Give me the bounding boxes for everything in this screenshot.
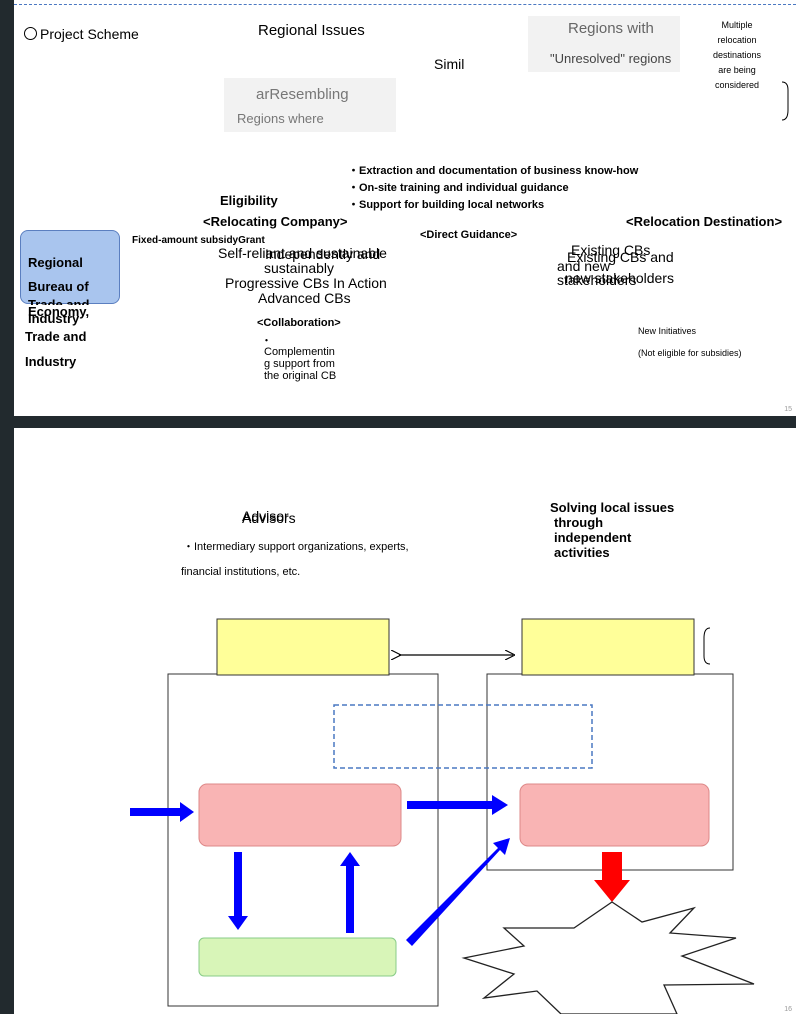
unresolved-line1: Regions with — [568, 20, 654, 37]
eligibility-label: Eligibility — [220, 193, 278, 208]
blue-arrow-icon — [228, 852, 248, 930]
blue-arrow-icon — [340, 852, 360, 933]
advisors-text: Advisors — [242, 510, 296, 526]
and-new-text: and new — [557, 258, 610, 274]
progressive-cbs-text: Progressive CBs In Action — [225, 275, 387, 291]
bureau-line: Economy, — [28, 304, 90, 319]
existing-cbs-and-text: Existing CBs and — [567, 249, 674, 265]
self-reliant-text: Self-reliant and sustainable — [218, 245, 387, 261]
resembling-line2: Regions where — [237, 111, 324, 126]
bracket-icon — [703, 627, 711, 665]
circle-bullet-icon — [24, 27, 37, 40]
advanced-cbs-text: Advanced CBs — [258, 290, 351, 306]
bureau-line: Industry — [25, 354, 77, 369]
not-eligible-label: (Not eligible for subsidies) — [638, 348, 742, 358]
solving-local-issues-text: Solving local issues through independent… — [550, 500, 675, 560]
direct-guidance-label: <Direct Guidance> — [420, 229, 518, 241]
fixed-grant-label: Fixed-amount subsidyGrant — [132, 235, 265, 246]
bureau-line: Trade and — [28, 297, 90, 305]
blue-arrow-icon — [406, 838, 510, 946]
bureau-line: Bureau of — [28, 279, 89, 294]
support-bullets: ・Extraction and documentation of busines… — [348, 163, 638, 214]
solving-yellow-box — [521, 618, 695, 676]
regional-bureau-box — [20, 230, 120, 304]
advisor-yellow-box — [216, 618, 390, 676]
starburst-shape — [461, 901, 755, 1014]
green-box — [198, 937, 397, 977]
collaboration-label: <Collaboration> — [257, 317, 341, 329]
bullet-item: ・Support for building local networks — [348, 199, 545, 211]
collaboration-bullet: ・ — [261, 335, 272, 347]
scheme-diagram — [130, 618, 755, 1014]
relocation-destination-label: <Relocation Destination> — [626, 214, 783, 229]
existing-cbs-text: Existing CBs — [571, 242, 651, 258]
blue-arrow-icon — [407, 795, 508, 815]
top-dotted-divider — [14, 4, 796, 5]
bullet-item: ・On-site training and individual guidanc… — [348, 182, 569, 194]
project-scheme-heading: Project Scheme — [24, 26, 139, 42]
unresolved-line2: "Unresolved" regions — [550, 51, 672, 66]
page-number: 15 — [784, 406, 792, 413]
relocating-company-pink-box — [198, 783, 402, 847]
new-initiatives-label: New Initiatives — [638, 326, 697, 336]
resembling-line1: arResembling — [256, 86, 349, 103]
page-number: 16 — [784, 1006, 792, 1013]
advisor-text: Advisor — [242, 508, 289, 524]
unresolved-regions-box — [528, 16, 680, 72]
stakeholders-text: stakeholders — [557, 272, 637, 288]
slide-15: Project Scheme Regional Issues Simil Reg… — [14, 0, 796, 416]
red-arrow-icon — [594, 852, 630, 902]
destination-pink-box — [519, 783, 710, 847]
resembling-regions-box — [224, 78, 396, 132]
sustainably-text: sustainably — [264, 260, 335, 276]
regional-issues-label: Regional Issues — [258, 22, 365, 39]
complementing-support-text: Complementin g support from the original… — [264, 346, 337, 382]
intermediary-text: ・Intermediary support organizations, exp… — [183, 541, 409, 553]
independently-text: Independently and — [265, 246, 381, 262]
relocating-company-label: <Relocating Company> — [203, 214, 348, 229]
bullet-item: ・Extraction and documentation of busines… — [348, 165, 639, 177]
bureau-line: Industry — [28, 311, 80, 326]
blue-arrow-icon — [130, 802, 194, 822]
slide-16: Advisor Advisors ・Intermediary support o… — [14, 428, 796, 1014]
dashed-box — [333, 704, 593, 769]
financial-institutions-text: financial institutions, etc. — [181, 566, 301, 578]
simil-text: Simil — [434, 56, 465, 72]
new-stakeholders-text: new stakeholders — [565, 270, 674, 286]
bureau-line: Trade and — [25, 329, 87, 344]
bureau-line: Regional — [28, 255, 83, 270]
right-brace-icon — [781, 81, 789, 121]
multiple-destinations-note: Multiple relocation destinations are bei… — [712, 20, 762, 90]
